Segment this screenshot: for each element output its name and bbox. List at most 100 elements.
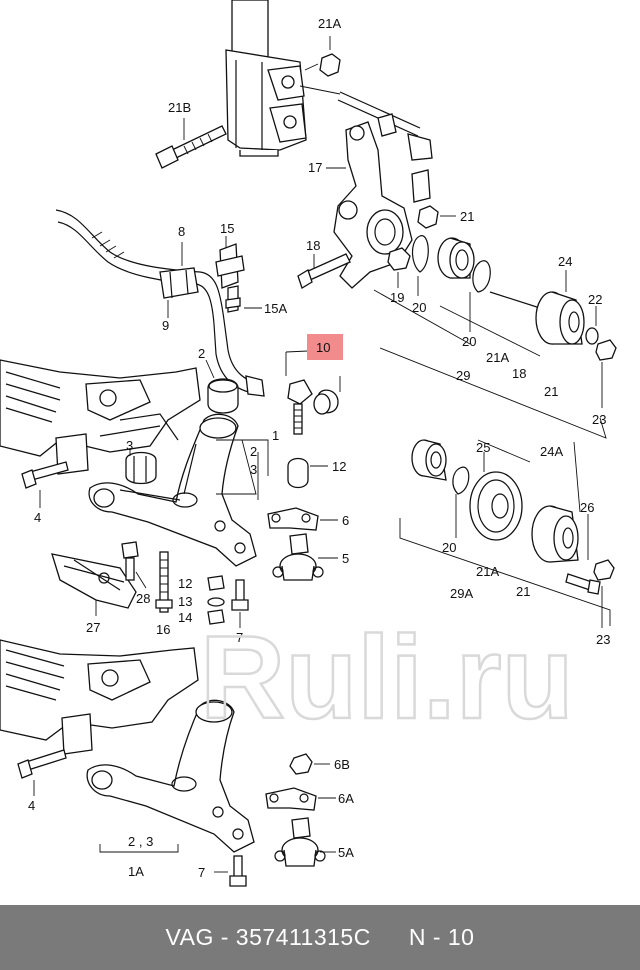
- label-13: 13: [178, 594, 192, 609]
- label-20-c: 20: [442, 540, 456, 555]
- label-6b: 6B: [334, 757, 350, 772]
- circlip-20-c: [452, 466, 470, 538]
- label-3-b: 3: [126, 438, 133, 453]
- label-24: 24: [558, 254, 572, 269]
- label-21a-mid: 21A: [486, 350, 509, 365]
- label-23-b: 23: [596, 632, 610, 647]
- label-4-b: 4: [28, 798, 35, 813]
- bushing-12-a: [287, 457, 328, 489]
- bolt-7-a: [231, 579, 249, 628]
- label-1: 1: [272, 428, 279, 443]
- clamp-15: [215, 236, 245, 289]
- bushing-9: [159, 267, 199, 318]
- nut-6b: [289, 753, 330, 775]
- label-20-a: 20: [412, 300, 426, 315]
- label-21b: 21B: [168, 100, 191, 115]
- nut-23-a: [595, 339, 617, 408]
- steering-knuckle: [326, 121, 431, 289]
- ball-joint-5: [272, 533, 338, 581]
- label-21a-top: 21A: [318, 16, 341, 31]
- callout-labels: 21A 21B 17 21 8 15 18 19 20 24 22 9 15A …: [28, 16, 610, 880]
- bolt-21-hub: [565, 573, 601, 595]
- nut-19: [387, 247, 411, 288]
- label-3-a: 3: [250, 462, 257, 477]
- label-23-a: 23: [592, 412, 606, 427]
- bracket-lines-lower: [99, 844, 179, 853]
- label-22: 22: [588, 292, 602, 307]
- label-8: 8: [178, 224, 185, 239]
- label-5: 5: [342, 551, 349, 566]
- label-2-a: 2: [198, 346, 205, 361]
- upper-bracket-lines: [373, 289, 607, 439]
- parts-diagram: 21A 21B 17 21 8 15 18 19 20 24 22 9 15A …: [0, 0, 617, 887]
- abs-ring-25: [469, 452, 523, 541]
- bolt-18: [297, 253, 351, 289]
- footer-bar: VAG - 357411315C N - 10: [0, 905, 640, 970]
- bracket-27: [51, 553, 137, 616]
- bushing-3: [125, 448, 157, 485]
- nut-21-knuckle: [417, 205, 456, 229]
- highlight-box: [307, 334, 343, 360]
- label-29: 29: [456, 368, 470, 383]
- bolt-4-b: [17, 749, 67, 796]
- label-21-c: 21: [516, 584, 530, 599]
- lower-bracket-lines: [399, 439, 611, 628]
- circlip-20-b: [469, 260, 491, 332]
- bracket-6: [267, 507, 338, 531]
- label-26: 26: [580, 500, 594, 515]
- label-7-a: 7: [236, 630, 243, 645]
- label-10: 10: [316, 340, 330, 355]
- part-number: VAG - 357411315C: [165, 924, 371, 950]
- label-9: 9: [162, 318, 169, 333]
- page-number: N - 10: [408, 924, 475, 950]
- label-1a: 1A: [128, 864, 144, 879]
- label-29a: 29A: [450, 586, 473, 601]
- nut-21a-top: [304, 36, 341, 77]
- bolt-15a: [225, 285, 262, 313]
- label-15a: 15A: [264, 301, 287, 316]
- label-18-b: 18: [512, 366, 526, 381]
- label-6: 6: [342, 513, 349, 528]
- bracket-6a: [265, 787, 336, 811]
- label-12-a: 12: [332, 459, 346, 474]
- hub-24a: [531, 505, 579, 563]
- subframe-lower: [0, 639, 199, 755]
- seal-22: [585, 306, 599, 345]
- bolt-16: [155, 551, 173, 613]
- label-25: 25: [476, 440, 490, 455]
- label-18: 18: [306, 238, 320, 253]
- label-21-b: 21: [544, 384, 558, 399]
- link-10: [285, 349, 341, 435]
- ball-joint-5a: [274, 817, 336, 867]
- bushing-2: [205, 359, 239, 414]
- label-24a: 24A: [540, 444, 563, 459]
- bracket-lines-mid: [216, 439, 269, 500]
- label-14: 14: [178, 610, 192, 625]
- label-4-a: 4: [34, 510, 41, 525]
- label-21a-low: 21A: [476, 564, 499, 579]
- bolt-7-b: [214, 855, 247, 887]
- strut-assembly: [225, 0, 307, 157]
- label-15: 15: [220, 221, 234, 236]
- label-2-3: 2 , 3: [128, 834, 153, 849]
- tie-rod: [299, 85, 433, 161]
- label-28: 28: [136, 591, 150, 606]
- label-5a: 5A: [338, 845, 354, 860]
- subframe-upper: [0, 359, 201, 475]
- circlip-20-a: [411, 235, 429, 296]
- label-21-a: 21: [460, 209, 474, 224]
- label-2-b: 2: [250, 444, 257, 459]
- nut-26: [587, 514, 615, 581]
- nut-14: [207, 609, 225, 625]
- label-12-b: 12: [178, 576, 192, 591]
- nut-12-b: [207, 575, 225, 591]
- label-16: 16: [156, 622, 170, 637]
- hub-24: [489, 270, 585, 345]
- control-arm-lower: [86, 699, 255, 853]
- label-17: 17: [308, 160, 322, 175]
- control-arm-upper: [88, 413, 257, 567]
- washer-13: [207, 597, 225, 607]
- bearing-hub-a: [411, 439, 447, 481]
- bolt-4-a: [21, 461, 69, 508]
- label-19: 19: [390, 290, 404, 305]
